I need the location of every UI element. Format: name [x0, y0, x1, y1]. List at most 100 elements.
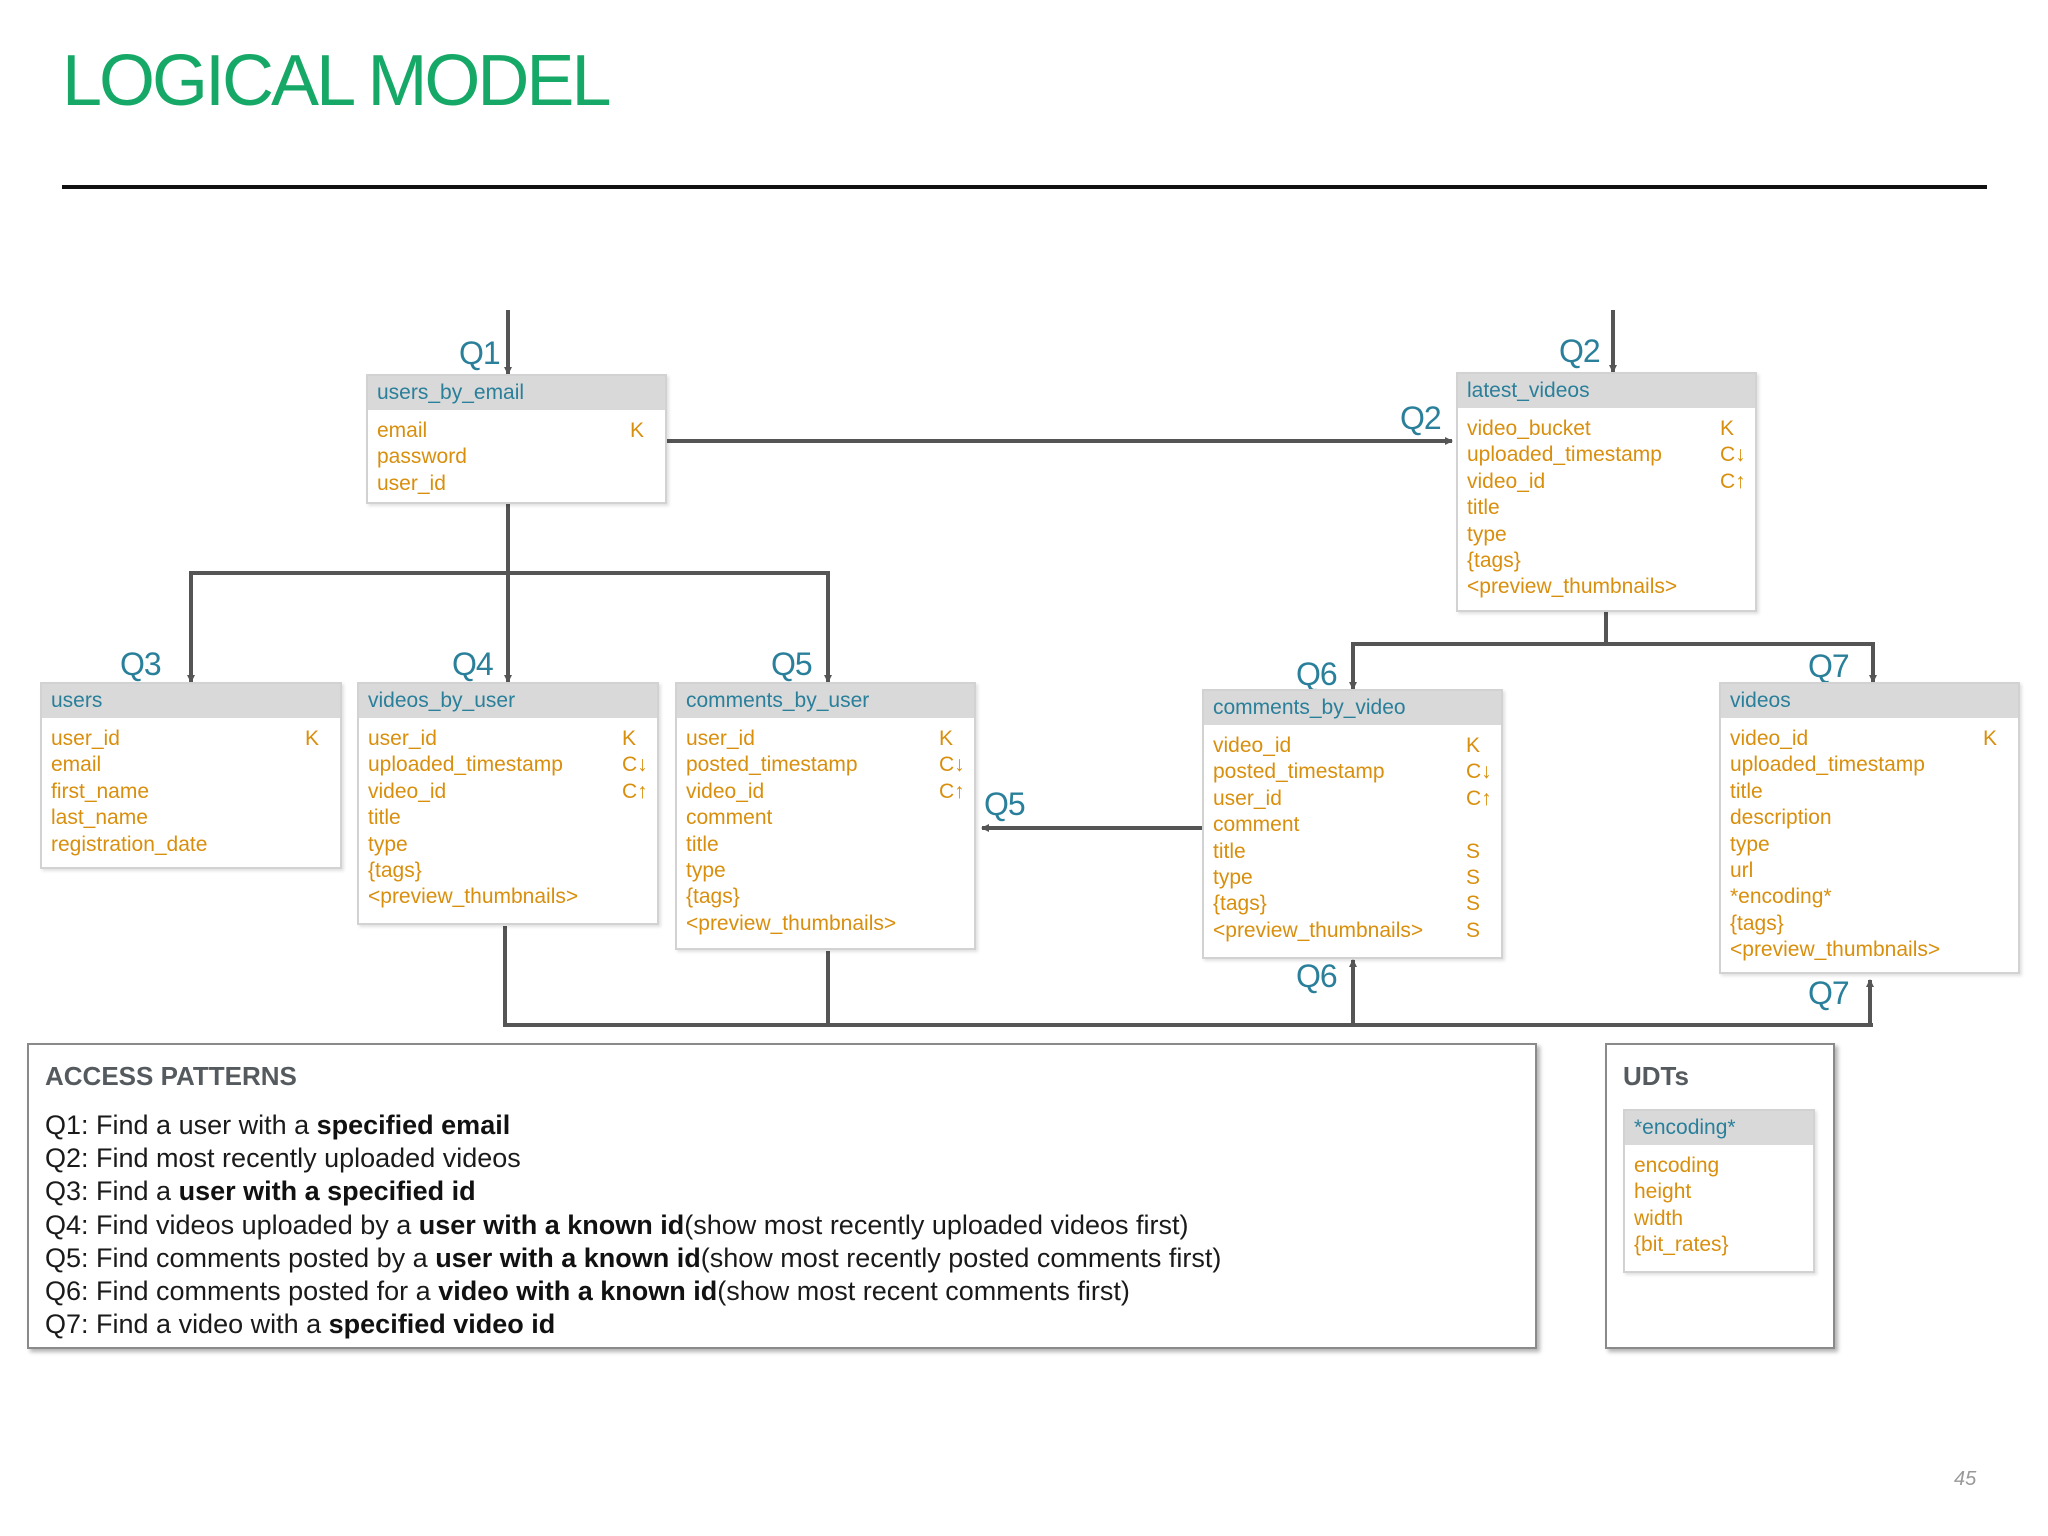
field-key-marker: [630, 471, 656, 497]
query-label-q2-top: Q2: [1559, 333, 1601, 369]
field-key-marker: S: [1466, 865, 1481, 889]
field-name: <preview_thumbnails>: [1730, 938, 1941, 962]
access-pattern-note: (show most recently uploaded videos firs…: [684, 1209, 1189, 1240]
field-name: <preview_thumbnails>: [368, 885, 579, 909]
field-row-encoding: encoding: [1634, 1153, 1804, 1179]
field-name: type: [1467, 522, 1507, 546]
field-key-marker: [622, 884, 648, 910]
field-name: email: [51, 753, 102, 777]
access-pattern-q3: Q3: Find a user with a specified id: [45, 1175, 1221, 1208]
field-name: title: [686, 832, 719, 856]
field-row-comment: comment: [1213, 812, 1492, 838]
field-row-type: type: [368, 832, 648, 858]
field-key-marker: [1720, 495, 1746, 521]
field-key-marker: [939, 911, 965, 937]
field-row-tags: {tags}S: [1213, 891, 1492, 917]
field-key-marker: [305, 832, 331, 858]
access-pattern-emphasis: video with a known id: [438, 1275, 718, 1306]
field-row-encoding: *encoding*: [1730, 884, 2009, 910]
field-row-tags: {tags}: [1467, 548, 1746, 574]
field-row-description: description: [1730, 805, 2009, 831]
field-key-marker: K: [939, 727, 954, 750]
field-key-marker: K: [305, 727, 320, 750]
field-row-title: title: [368, 805, 648, 831]
field-key-marker: C↑: [1466, 786, 1492, 810]
field-row-user-id: user_id K: [51, 726, 331, 752]
field-name: encoding: [1634, 1154, 1720, 1177]
field-name: user_id: [51, 727, 120, 750]
field-key-marker: [622, 858, 648, 884]
page-number: 45: [1954, 1468, 1977, 1490]
access-pattern-text: Q4: Find videos uploaded by a: [45, 1209, 419, 1240]
field-row-last-name: last_name: [51, 805, 331, 831]
field-row-user-id: user_id: [377, 471, 656, 497]
access-patterns-title: ACCESS PATTERNS: [45, 1061, 297, 1091]
field-name: width: [1634, 1206, 1684, 1230]
field-name: comment: [1213, 813, 1300, 837]
field-name: url: [1730, 858, 1754, 882]
field-key-marker: [1720, 548, 1746, 574]
field-name: title: [1467, 496, 1500, 520]
access-pattern-emphasis: user with a known id: [435, 1242, 701, 1273]
query-label-q7: Q7: [1808, 648, 1850, 684]
field-name: {tags}: [686, 885, 740, 909]
field-key-marker: [939, 805, 965, 831]
field-row-url: url: [1730, 858, 2009, 884]
field-row-tags: {tags}: [1730, 911, 2009, 937]
field-key-marker: [1983, 779, 2009, 805]
field-key-marker: [630, 444, 656, 470]
access-pattern-emphasis: user with a specified id: [178, 1176, 476, 1207]
access-pattern-q7: Q7: Find a video with a specified video …: [45, 1308, 1221, 1341]
field-row-height: height: [1634, 1179, 1804, 1205]
field-name: title: [1730, 779, 1763, 803]
field-row-registration-date: registration_date: [51, 832, 331, 858]
field-row-first-name: first_name: [51, 779, 331, 805]
field-name: posted_timestamp: [686, 753, 858, 777]
field-row-email: email: [51, 752, 331, 778]
field-row-preview-thumbnails: <preview_thumbnails>: [686, 911, 965, 937]
field-name: <preview_thumbnails>: [1213, 918, 1424, 942]
field-row-title: title: [686, 832, 965, 858]
access-pattern-text: Q5: Find comments posted by a: [45, 1242, 436, 1273]
field-key-marker: [1983, 911, 2009, 937]
field-row-type: type S: [1213, 865, 1492, 891]
field-name: type: [1213, 865, 1253, 889]
field-name: type: [686, 858, 726, 882]
field-row-tags: {tags}: [368, 858, 648, 884]
access-pattern-emphasis: user with a known id: [418, 1209, 685, 1240]
access-pattern-text: Q1: Find a user with a: [45, 1110, 317, 1140]
entity-title: videos_by_user: [359, 684, 657, 718]
field-name: title: [368, 806, 401, 830]
field-key-marker: C↓: [1720, 443, 1746, 467]
field-key-marker: C↓: [622, 753, 648, 777]
field-key-marker: [1983, 752, 2009, 778]
field-key-marker: [1778, 1153, 1804, 1179]
field-key-marker: [1983, 805, 2009, 831]
field-name: uploaded_timestamp: [1467, 443, 1662, 467]
slide-title: LOGICAL MODEL: [62, 41, 611, 121]
access-pattern-q4: Q4: Find videos uploaded by a user with …: [45, 1209, 1221, 1242]
field-key-marker: [1983, 832, 2009, 858]
field-key-marker: [1778, 1232, 1804, 1258]
field-name: user_id: [377, 471, 446, 495]
access-pattern-q5: Q5: Find comments posted by a user with …: [45, 1242, 1221, 1275]
access-pattern-q1: Q1: Find a user with a specified email: [45, 1109, 1221, 1142]
field-key-marker: [1983, 858, 2009, 884]
